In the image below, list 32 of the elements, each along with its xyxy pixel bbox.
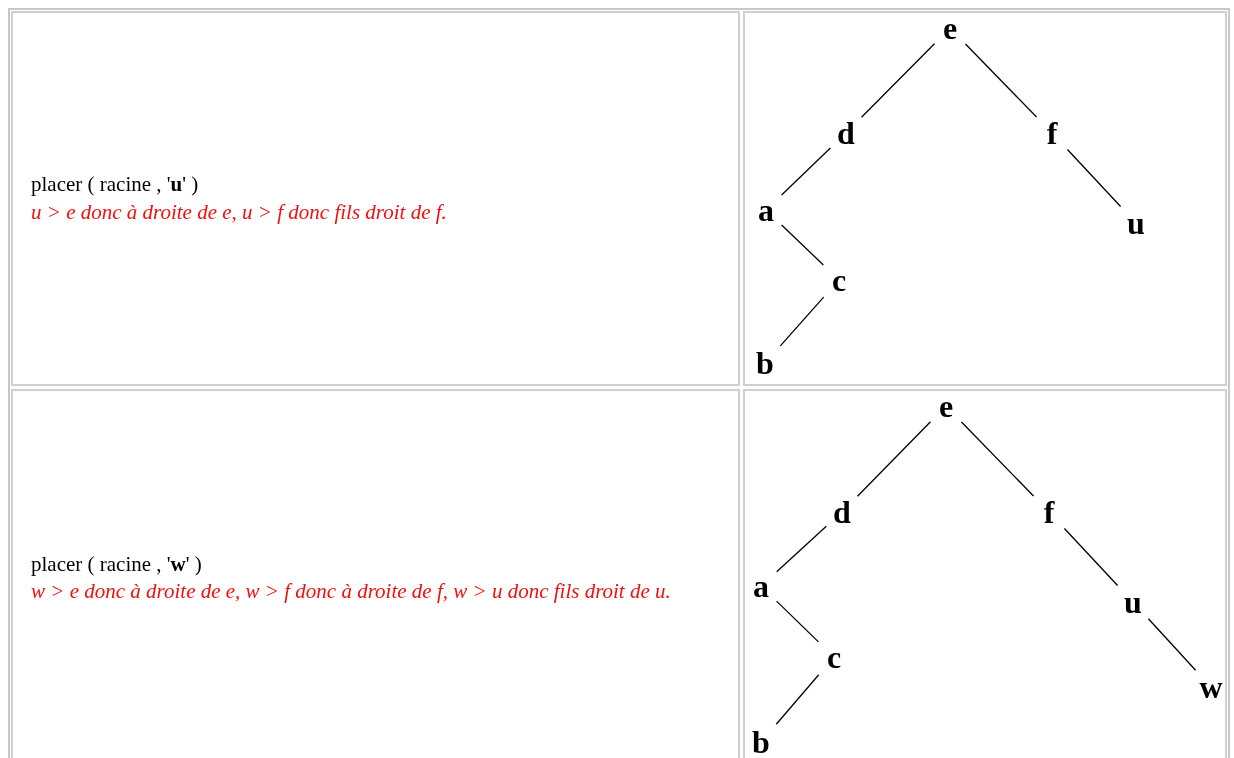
tree-node-letter: u: [1121, 587, 1145, 617]
tree-edge: [856, 421, 932, 497]
tree-node-letter: a: [754, 195, 778, 225]
tree-edge: [1063, 527, 1119, 587]
tree-edge: [776, 525, 827, 573]
tree-node-letter: d: [834, 118, 858, 148]
tree-edge: [960, 421, 1035, 497]
tree-node-letter: c: [827, 265, 851, 295]
tree-node-letter: d: [830, 497, 854, 527]
tree-node-letter: a: [749, 571, 773, 601]
explanation-text: u > e donc à droite de e, u > f donc fils droit de f.: [31, 198, 448, 226]
tree-node-letter: u: [1124, 208, 1148, 238]
tree-edge: [780, 224, 825, 266]
tree-node-letter: f: [1037, 497, 1061, 527]
command-text: placer ( racine , 'u' ): [31, 171, 200, 199]
tree-edge: [779, 296, 825, 347]
tree-edge: [775, 600, 820, 643]
tree-edge: [1066, 148, 1122, 208]
tree-node-letter: c: [822, 642, 846, 672]
tree-edge: [1147, 618, 1197, 671]
tree-node-letter: f: [1040, 118, 1064, 148]
tree-node-letter: e: [938, 13, 962, 43]
command-text: placer ( racine , 'w' ): [31, 550, 203, 578]
tree-node-letter: b: [753, 348, 777, 378]
explanation-text: w > e donc à droite de e, w > f donc à droite de f, w > u donc fils droit de u.: [31, 578, 672, 605]
tree-edge: [964, 43, 1038, 118]
tree-edge: [775, 674, 820, 725]
tree-edge: [860, 43, 936, 118]
tree-node-letter: w: [1199, 672, 1223, 702]
tree-node-letter: b: [749, 727, 773, 757]
tree-edge: [780, 147, 832, 196]
tree-node-letter: e: [934, 391, 958, 421]
